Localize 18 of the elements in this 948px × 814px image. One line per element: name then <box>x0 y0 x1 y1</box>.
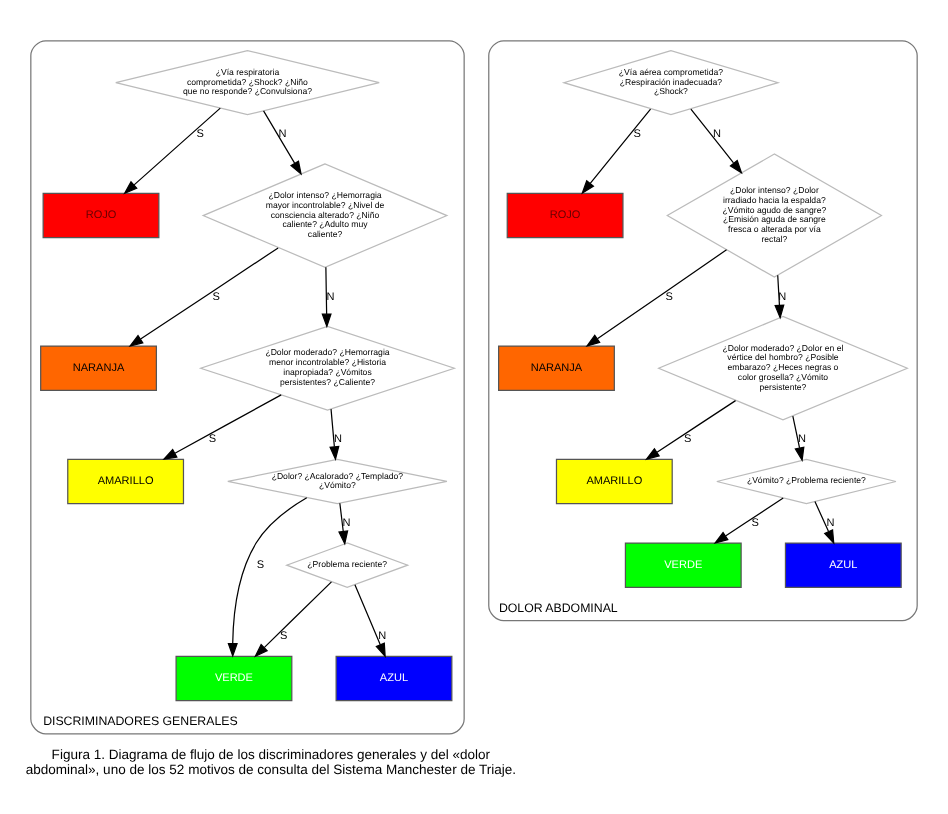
arrow <box>792 415 805 462</box>
arrow <box>338 502 349 546</box>
arrow <box>329 408 340 461</box>
arrow <box>644 400 737 461</box>
arrow <box>262 110 302 176</box>
arrow <box>162 394 282 461</box>
arrow <box>254 581 333 658</box>
arrow <box>123 107 221 195</box>
arrow <box>585 249 728 347</box>
arrow <box>774 274 785 320</box>
arrow <box>814 500 835 545</box>
arrow <box>581 108 652 195</box>
arrow <box>128 247 279 348</box>
arrow <box>354 584 386 658</box>
arrow <box>227 497 308 658</box>
arrow <box>321 266 332 329</box>
arrow <box>713 497 784 544</box>
arrow <box>690 108 743 175</box>
